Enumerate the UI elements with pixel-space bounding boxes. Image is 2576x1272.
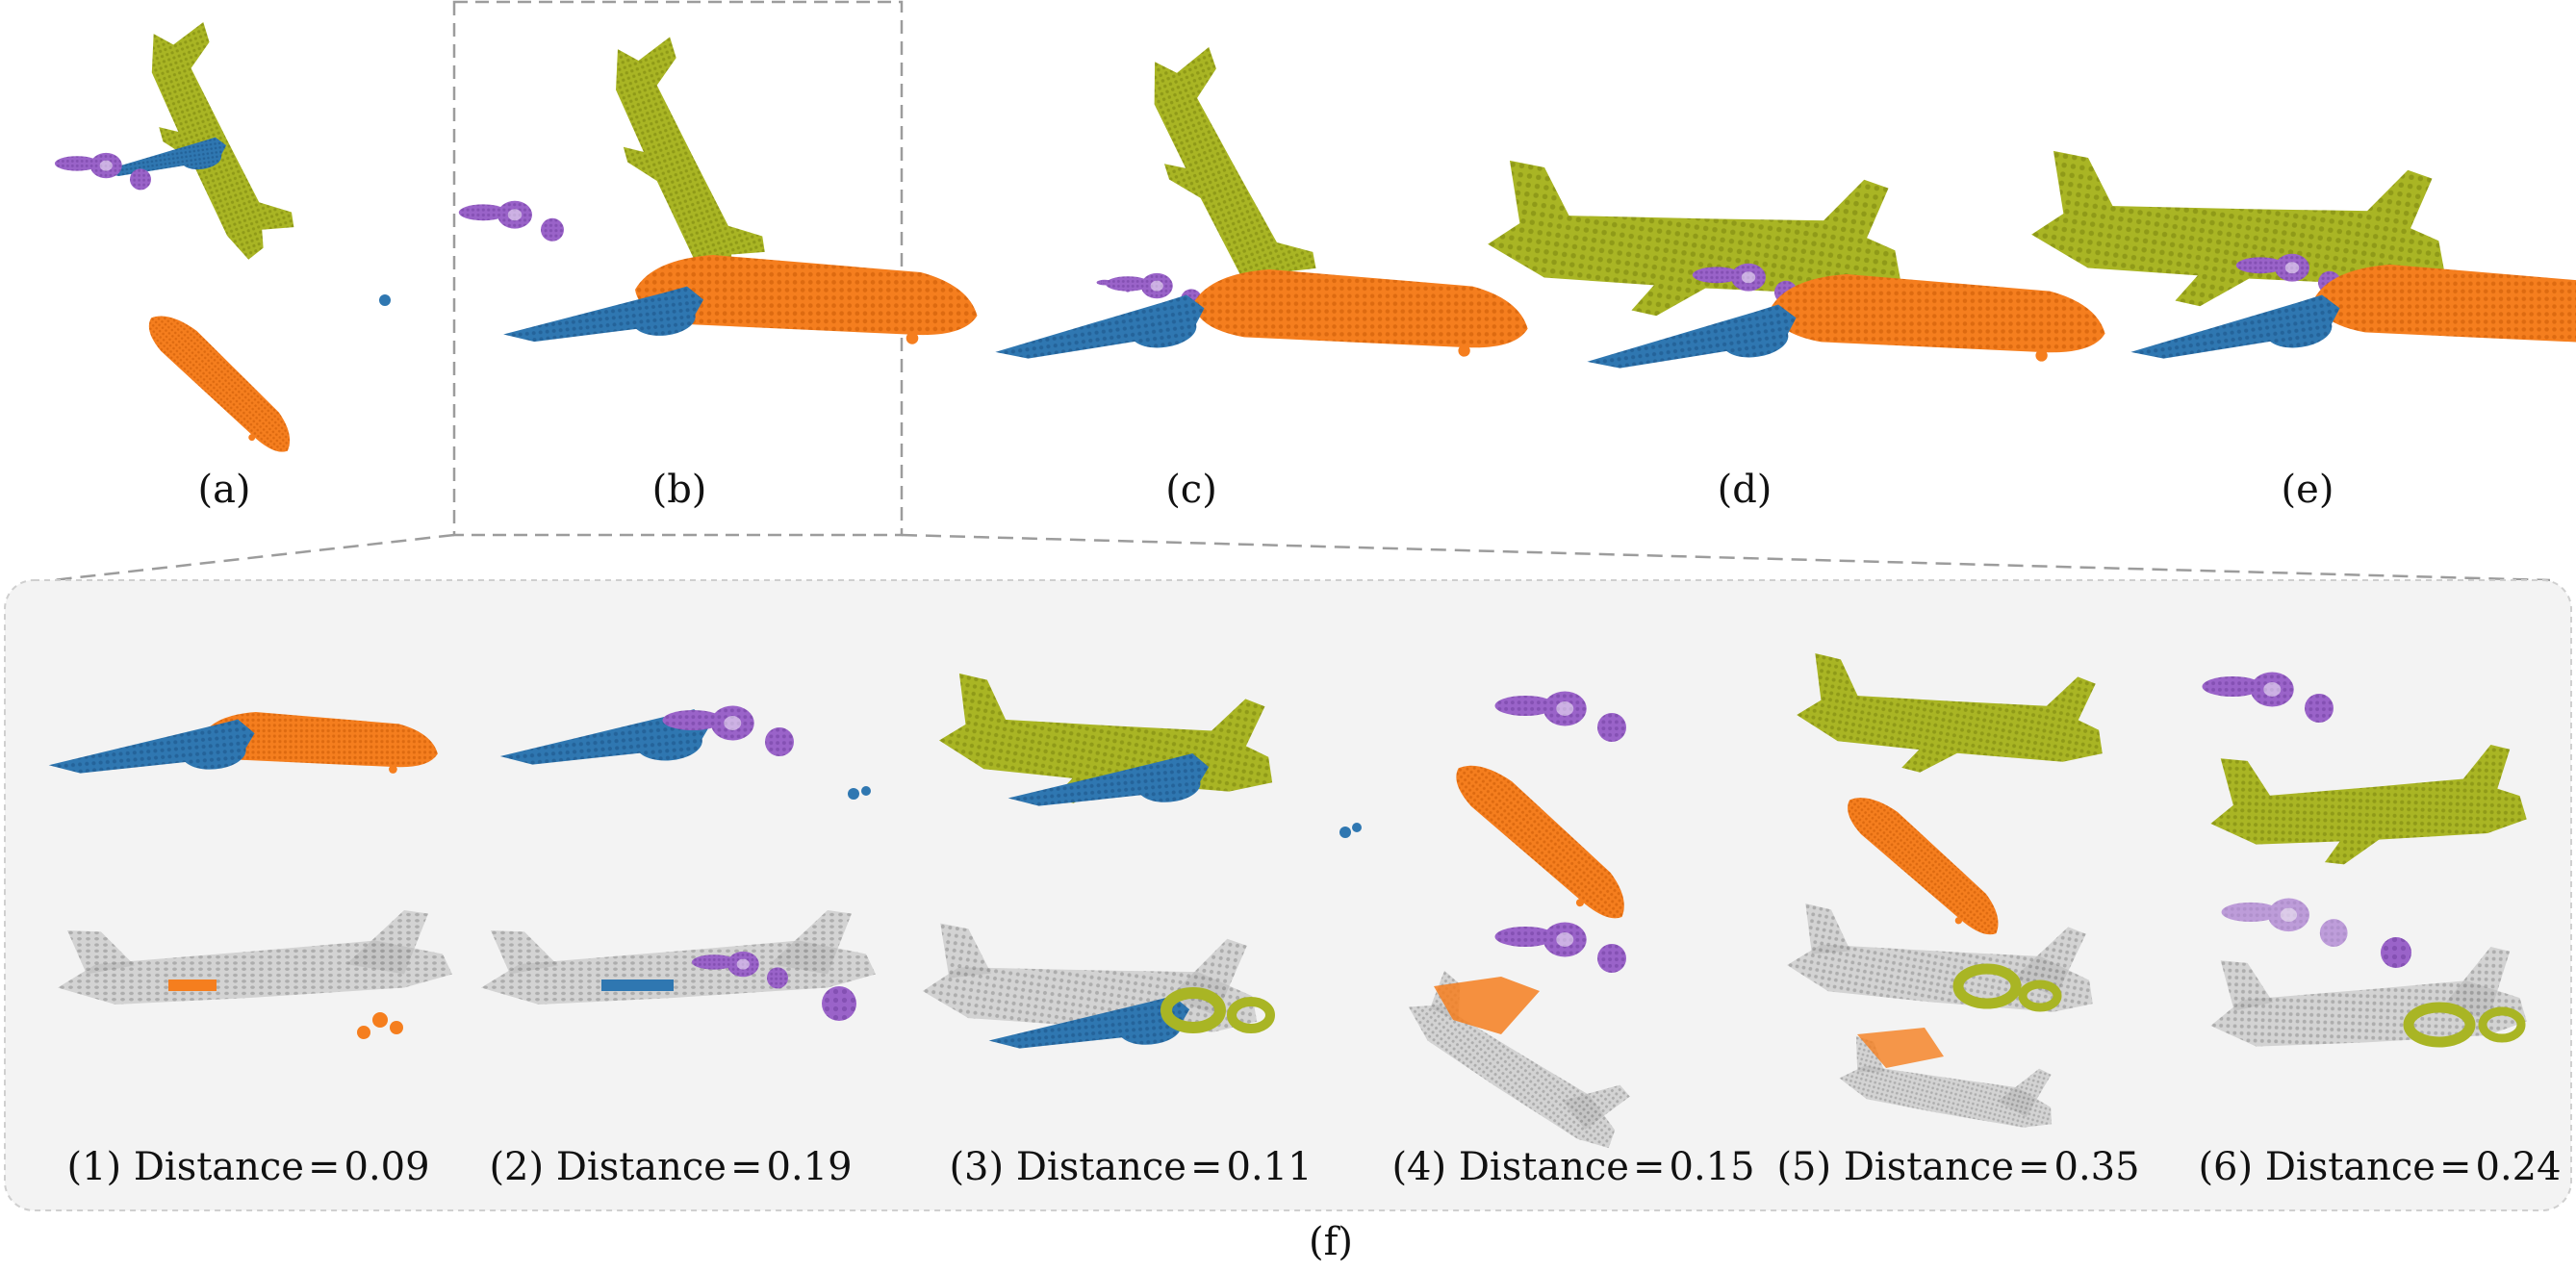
wing-part xyxy=(991,293,1210,371)
body-part xyxy=(1193,269,1528,357)
candidate-caption-2: (2) Distance=0.19 xyxy=(489,1145,852,1189)
candidate-index: (2) xyxy=(489,1145,545,1189)
panel-c-airplane xyxy=(991,33,1528,371)
body-part xyxy=(1771,274,2105,362)
candidate-3-overlay xyxy=(919,898,1275,1059)
panel-label-c: (c) xyxy=(1165,468,1217,512)
candidate-index: (5) xyxy=(1776,1145,1832,1189)
candidate-5-overlay xyxy=(1783,879,2105,1148)
detail-label-f: (f) xyxy=(1308,1220,1354,1264)
distance-word: Distance xyxy=(1843,1145,2014,1189)
panel-label-d: (d) xyxy=(1717,468,1773,512)
equals-sign: = xyxy=(1189,1145,1223,1189)
candidate-6-overlay xyxy=(2209,898,2530,1056)
equals-sign: = xyxy=(2017,1145,2051,1189)
distance-value: 0.24 xyxy=(2475,1145,2562,1189)
distance-value: 0.11 xyxy=(1226,1145,1313,1189)
panel-label-a: (a) xyxy=(197,468,251,512)
zoom-connector-left xyxy=(52,533,455,582)
distance-word: Distance xyxy=(133,1145,304,1189)
candidate-caption-3: (3) Distance=0.11 xyxy=(949,1145,1312,1189)
panel-e-airplane xyxy=(2025,119,2576,371)
engine-part xyxy=(54,152,151,191)
candidate-caption-4: (4) Distance=0.15 xyxy=(1391,1145,1754,1189)
engine-part xyxy=(458,200,564,242)
body-part xyxy=(131,303,310,464)
distance-value: 0.09 xyxy=(344,1145,430,1189)
candidate-index: (6) xyxy=(2198,1145,2254,1189)
candidate-index: (4) xyxy=(1391,1145,1447,1189)
candidate-index: (1) xyxy=(66,1145,122,1189)
equals-sign: = xyxy=(1632,1145,1666,1189)
panel-label-b: (b) xyxy=(651,468,707,512)
distance-word: Distance xyxy=(2264,1145,2436,1189)
distance-value: 0.15 xyxy=(1669,1145,1755,1189)
body-part xyxy=(2314,265,2576,352)
candidate-caption-1: (1) Distance=0.09 xyxy=(66,1145,429,1189)
panel-a-airplane xyxy=(54,10,391,464)
candidate-3-parts xyxy=(932,648,1362,838)
distance-word: Distance xyxy=(555,1145,727,1189)
equals-sign: = xyxy=(729,1145,763,1189)
wing-part xyxy=(1583,302,1801,381)
wing-part xyxy=(2127,293,2345,371)
candidate-index: (3) xyxy=(949,1145,1005,1189)
candidate-caption-5: (5) Distance=0.35 xyxy=(1776,1145,2139,1189)
panel-b-airplane xyxy=(458,24,978,353)
candidate-4-overlay xyxy=(1399,922,1644,1170)
distance-value: 0.19 xyxy=(766,1145,853,1189)
wing-part xyxy=(500,284,707,353)
distance-word: Distance xyxy=(1458,1145,1629,1189)
candidate-2-parts xyxy=(497,705,871,800)
panel-b-selection-box xyxy=(452,0,904,537)
distance-value: 0.35 xyxy=(2053,1145,2140,1189)
candidate-2-overlay xyxy=(481,910,876,1021)
distance-word: Distance xyxy=(1015,1145,1186,1189)
equals-sign: = xyxy=(2438,1145,2472,1189)
zoom-connector-right xyxy=(901,533,2551,582)
candidate-caption-6: (6) Distance=0.24 xyxy=(2198,1145,2561,1189)
panel-label-e: (e) xyxy=(2281,468,2334,512)
equals-sign: = xyxy=(307,1145,341,1189)
candidate-1-overlay xyxy=(58,910,452,1039)
detail-panel xyxy=(4,579,2572,1211)
panel-d-airplane xyxy=(1481,129,2105,381)
